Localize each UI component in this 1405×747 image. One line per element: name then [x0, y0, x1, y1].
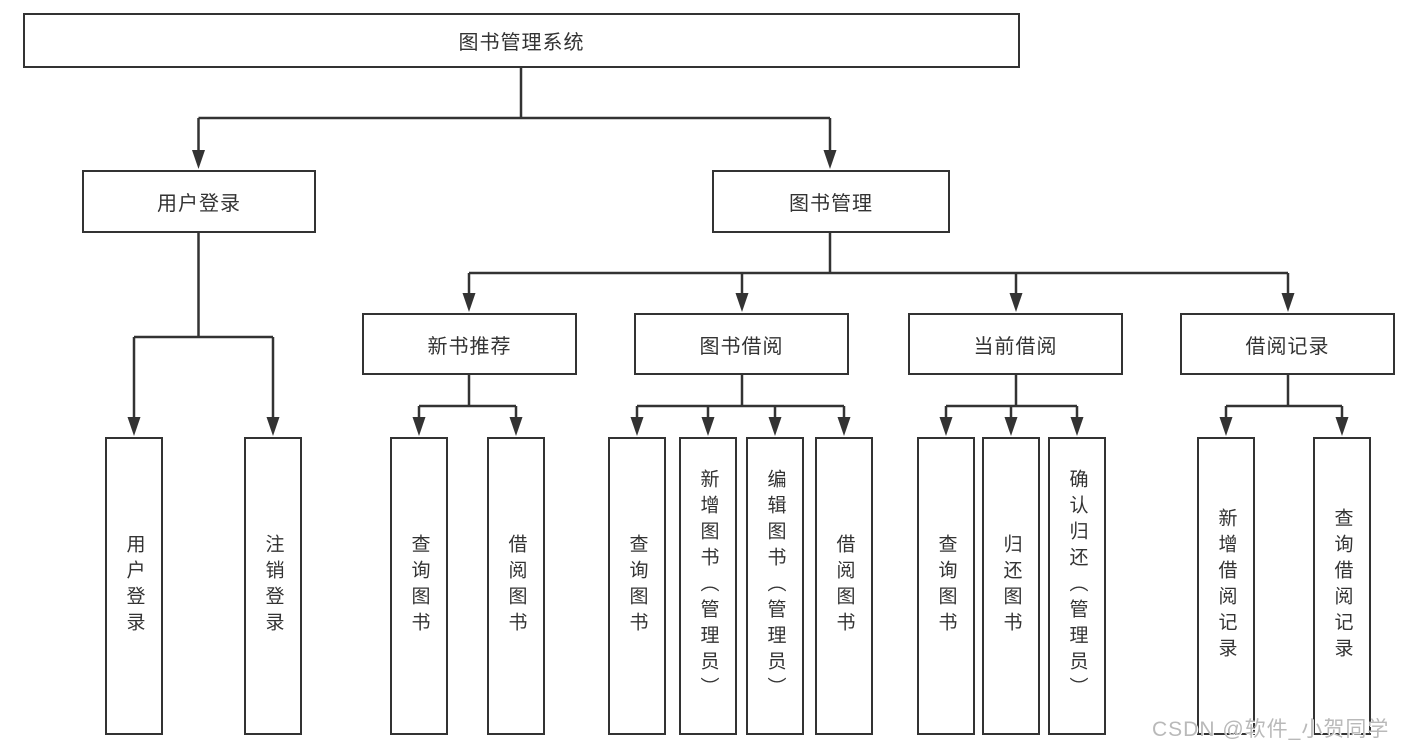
node-leaf-query-borrow-record: 查询借阅记录 — [1313, 437, 1371, 735]
node-current-borrow: 当前借阅 — [908, 313, 1123, 375]
node-leaf-borrow-books-recommend: 借阅图书 — [487, 437, 545, 735]
node-new-book-recommend-label: 新书推荐 — [427, 335, 512, 358]
node-book-borrow-label: 图书借阅 — [699, 335, 784, 358]
node-leaf-return-books-label: 归还图书 — [1000, 534, 1022, 638]
node-leaf-query-books-borrow: 查询图书 — [608, 437, 666, 735]
node-leaf-query-borrow-record-label: 查询借阅记录 — [1331, 508, 1353, 664]
node-leaf-logout-label: 注销登录 — [262, 534, 284, 638]
node-leaf-query-books-current-label: 查询图书 — [935, 534, 957, 638]
node-leaf-query-books-current: 查询图书 — [917, 437, 975, 735]
node-leaf-query-books-recommend-label: 查询图书 — [408, 534, 430, 638]
node-leaf-add-borrow-record: 新增借阅记录 — [1197, 437, 1255, 735]
node-new-book-recommend: 新书推荐 — [362, 313, 577, 375]
node-user-login: 用户登录 — [82, 170, 316, 233]
node-leaf-edit-book-admin: 编辑图书（管理员） — [746, 437, 804, 735]
node-leaf-edit-book-admin-label: 编辑图书（管理员） — [764, 469, 786, 703]
node-borrow-records-label: 借阅记录 — [1245, 335, 1330, 358]
node-root-label: 图书管理系统 — [458, 32, 585, 54]
node-root: 图书管理系统 — [23, 13, 1020, 68]
node-leaf-user-login-label: 用户登录 — [123, 534, 145, 638]
node-current-borrow-label: 当前借阅 — [973, 335, 1058, 358]
arrowheads — [127, 150, 1349, 436]
node-leaf-borrow-books-label: 借阅图书 — [833, 534, 855, 638]
node-leaf-add-book-admin-label: 新增图书（管理员） — [697, 469, 719, 703]
node-leaf-query-books-borrow-label: 查询图书 — [626, 534, 648, 638]
node-user-login-label: 用户登录 — [157, 193, 241, 215]
node-leaf-add-borrow-record-label: 新增借阅记录 — [1215, 508, 1237, 664]
node-leaf-query-books-recommend: 查询图书 — [390, 437, 448, 735]
csdn-watermark: CSDN @软件_小贺同学 — [1152, 718, 1390, 741]
node-borrow-records: 借阅记录 — [1180, 313, 1395, 375]
node-leaf-borrow-books: 借阅图书 — [815, 437, 873, 735]
node-leaf-borrow-books-recommend-label: 借阅图书 — [505, 534, 527, 638]
node-leaf-confirm-return-admin: 确认归还（管理员） — [1048, 437, 1106, 735]
node-leaf-add-book-admin: 新增图书（管理员） — [679, 437, 737, 735]
node-book-management-label: 图书管理 — [789, 193, 873, 215]
node-leaf-return-books: 归还图书 — [982, 437, 1040, 735]
node-leaf-user-login: 用户登录 — [105, 437, 163, 735]
node-book-borrow: 图书借阅 — [634, 313, 849, 375]
node-leaf-confirm-return-admin-label: 确认归还（管理员） — [1066, 469, 1088, 703]
node-leaf-logout: 注销登录 — [244, 437, 302, 735]
node-book-management: 图书管理 — [712, 170, 950, 233]
